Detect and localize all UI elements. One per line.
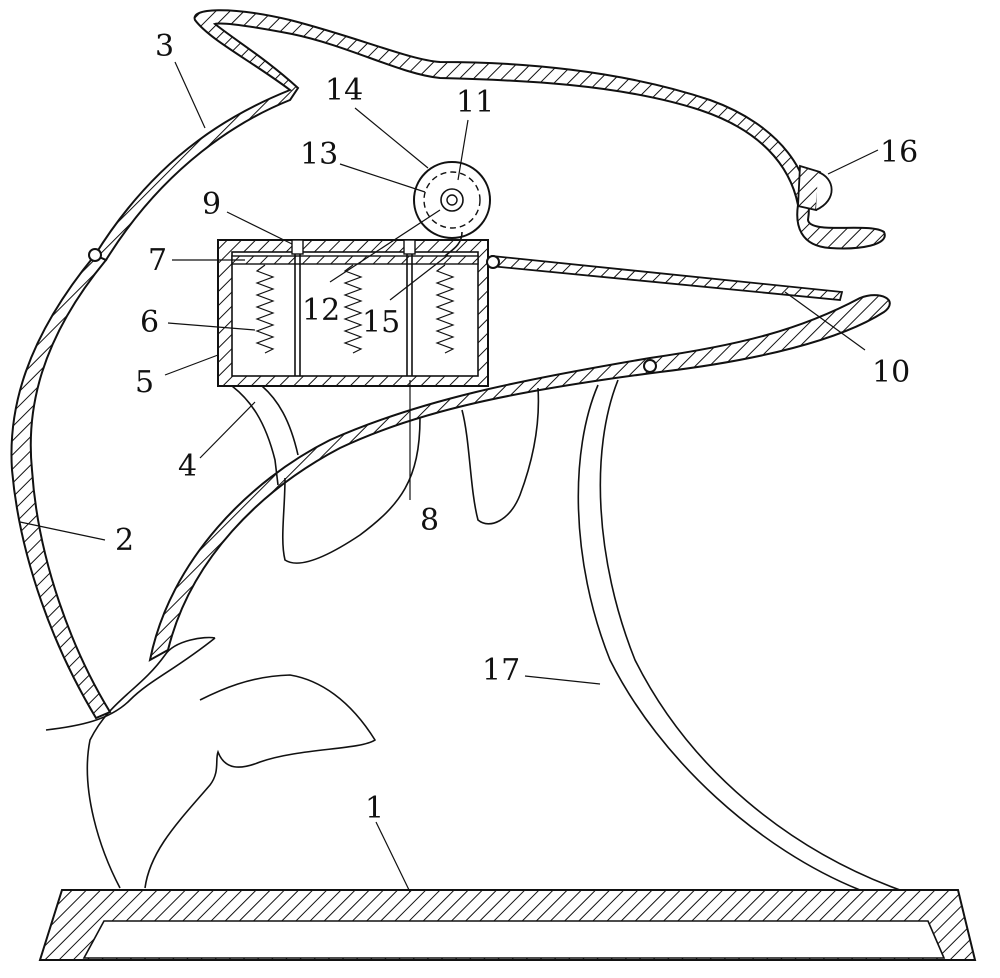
- lever-rod: [486, 255, 844, 301]
- label-2: 2: [115, 523, 134, 558]
- label-16: 16: [880, 135, 918, 170]
- label-11: 11: [456, 85, 494, 120]
- jaw-pivot: [643, 359, 657, 373]
- label-1: 1: [365, 791, 384, 826]
- dolphin-fins: [45, 379, 901, 891]
- label-14: 14: [325, 73, 363, 108]
- label-13: 13: [300, 137, 338, 172]
- hinge-joint: [88, 248, 102, 262]
- spring-box: [217, 239, 489, 387]
- label-8: 8: [420, 503, 439, 538]
- dolphin-head-upper: [88, 9, 886, 262]
- label-4: 4: [178, 449, 197, 484]
- indicator-lamp: [797, 164, 833, 212]
- label-5: 5: [135, 365, 154, 400]
- label-12: 12: [302, 293, 340, 328]
- label-3: 3: [155, 29, 174, 64]
- label-10: 10: [872, 355, 910, 390]
- dolphin-body-left-edge: [10, 253, 112, 720]
- wire-reel: [413, 161, 491, 257]
- label-17: 17: [482, 653, 520, 688]
- label-6: 6: [140, 305, 159, 340]
- base: [38, 889, 977, 961]
- leader-lines: [19, 61, 879, 893]
- support-bracket: [231, 385, 299, 486]
- part-labels: 1 2 3 4 5 6 7 8 9 10 11 12 13 14 15 16 1…: [115, 29, 918, 826]
- label-9: 9: [202, 187, 221, 222]
- dolphin-lower-jaw: [148, 294, 891, 662]
- label-7: 7: [148, 243, 167, 278]
- label-15: 15: [362, 305, 400, 340]
